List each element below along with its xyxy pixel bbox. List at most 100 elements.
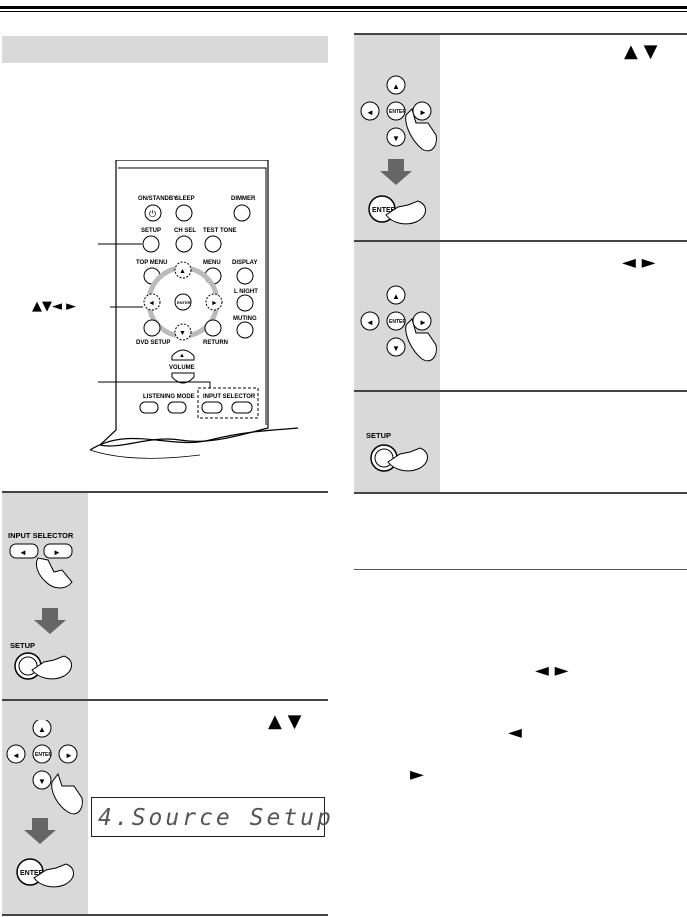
left-right-arrows-text: ◄ ► — [622, 252, 656, 273]
down-arrow-icon: ▼ — [38, 777, 46, 786]
lcd-display: 4.Source Setup — [91, 797, 331, 837]
remote-label-test-tone: TEST TONE — [203, 228, 237, 234]
input-selector-right-key[interactable] — [43, 543, 73, 559]
left-key[interactable] — [360, 311, 380, 331]
volume-up-button[interactable] — [171, 349, 195, 361]
left-button[interactable] — [143, 293, 161, 311]
power-icon: ⏻ — [149, 209, 156, 219]
up-down-arrows-text: ▲ ▼ — [268, 711, 302, 732]
enter-key-label: ENTER — [389, 109, 406, 115]
hand-icon — [35, 557, 73, 589]
setup-button[interactable] — [142, 235, 160, 253]
enter-key[interactable] — [32, 744, 52, 764]
left-right-arrows-text: ◄ ► — [535, 660, 569, 681]
enter-key[interactable] — [386, 101, 406, 121]
up-down-arrows-text: ▲ ▼ — [624, 41, 658, 62]
remote-label-ch-sel: CH SEL — [174, 228, 196, 234]
step-cursor-illustration: ▲ ◄ ENTER ► ▼ ENTER — [360, 75, 437, 225]
return-button[interactable] — [204, 319, 222, 337]
remote-label-dvd-setup: DVD SETUP — [136, 340, 170, 346]
down-arrow-icon: ▼ — [392, 134, 400, 143]
callout-arrows-label: ▲▼◄ ► — [32, 299, 77, 314]
left-arrow-icon: ◄ — [19, 548, 27, 557]
hand-icon — [33, 863, 74, 888]
down-button[interactable] — [174, 323, 192, 341]
down-arrow-icon — [24, 818, 56, 844]
display-button[interactable] — [236, 267, 254, 285]
up-key[interactable] — [386, 75, 406, 95]
right-arrow-icon: ► — [65, 751, 73, 760]
step-divider — [2, 491, 328, 493]
remote-label-top-menu: TOP MENU — [136, 260, 167, 266]
down-key[interactable] — [32, 770, 52, 790]
hand-icon — [405, 108, 437, 152]
enter-button[interactable] — [174, 293, 192, 311]
listening-mode-right-button[interactable] — [167, 401, 187, 414]
up-arrow-icon: ▲ — [179, 268, 186, 275]
down-key[interactable] — [386, 127, 406, 147]
right-arrow-icon: ► — [419, 108, 427, 117]
up-key[interactable] — [386, 285, 406, 305]
up-arrow-icon: ▲ — [392, 82, 400, 91]
remote-label-dimmer: DIMMER — [231, 196, 256, 202]
right-arrow-icon: ► — [419, 318, 427, 327]
ch-sel-button[interactable] — [175, 235, 193, 253]
down-key[interactable] — [386, 337, 406, 357]
remote-label-display: DISPLAY — [232, 260, 257, 266]
down-arrow-icon: ▼ — [392, 344, 400, 353]
dimmer-button[interactable] — [233, 204, 251, 222]
down-arrow-icon: ▼ — [179, 330, 186, 337]
listening-mode-left-button[interactable] — [139, 401, 159, 414]
left-arrow-icon: ◄ — [148, 300, 155, 307]
remote-label-return: RETURN — [203, 340, 228, 346]
step-divider — [354, 390, 687, 392]
up-key[interactable] — [32, 720, 52, 738]
left-key[interactable] — [360, 101, 380, 121]
step-cursor-illustration: ▲ ◄ ENTER ► ▼ ENTER — [6, 720, 83, 888]
down-arrow-icon — [34, 608, 66, 634]
right-arrow-icon: ► — [53, 548, 61, 557]
volume-down-button[interactable] — [171, 372, 195, 384]
step-divider — [354, 492, 687, 494]
test-tone-button[interactable] — [204, 235, 222, 253]
input-selector-highlight — [197, 387, 259, 419]
callout-line-input-selector — [98, 381, 211, 388]
remote-label-setup: SETUP — [141, 228, 161, 234]
top-rule-thin — [0, 11, 687, 12]
remote-label-l-night: L NIGHT — [234, 289, 258, 295]
hand-icon — [405, 318, 437, 362]
left-arrow-icon: ◄ — [366, 318, 374, 327]
dvd-setup-button[interactable] — [143, 319, 161, 337]
right-key[interactable] — [58, 744, 78, 764]
muting-button[interactable] — [236, 321, 254, 339]
right-arrow-icon: ► — [211, 300, 218, 307]
left-key[interactable] — [6, 744, 26, 764]
right-button[interactable] — [205, 293, 223, 311]
section-divider — [354, 569, 687, 570]
enter-key-large-label: ENTER — [20, 870, 44, 877]
sleep-button[interactable] — [175, 204, 193, 222]
left-arrow-icon: ◄ — [366, 108, 374, 117]
l-night-button[interactable] — [236, 294, 254, 312]
hand-icon — [31, 655, 72, 680]
hand-icon — [385, 200, 426, 225]
setup-label: SETUP — [366, 431, 391, 440]
right-arrow-text: ► — [410, 764, 424, 785]
on-standby-button[interactable] — [144, 204, 162, 222]
input-selector-left-button[interactable] — [201, 401, 223, 414]
input-selector-right-button[interactable] — [231, 401, 253, 414]
enter-key-label: ENTER — [35, 752, 52, 758]
enter-key[interactable] — [386, 311, 406, 331]
step-input-selector-illustration: INPUT SELECTOR ◄ ► SETUP — [8, 531, 74, 680]
up-button[interactable] — [174, 261, 192, 279]
step-divider — [2, 699, 328, 701]
down-arrow-icon — [380, 159, 412, 185]
enter-key-label: ENTER — [389, 319, 406, 325]
left-arrow-icon: ◄ — [12, 751, 20, 760]
input-selector-left-key[interactable] — [9, 543, 39, 559]
setup-label: SETUP — [10, 641, 35, 650]
remote-label-muting: MUTING — [233, 316, 257, 322]
step-divider — [354, 240, 687, 242]
enter-key-large-label: ENTER — [372, 207, 396, 214]
left-arrow-text: ◄ — [508, 722, 522, 743]
